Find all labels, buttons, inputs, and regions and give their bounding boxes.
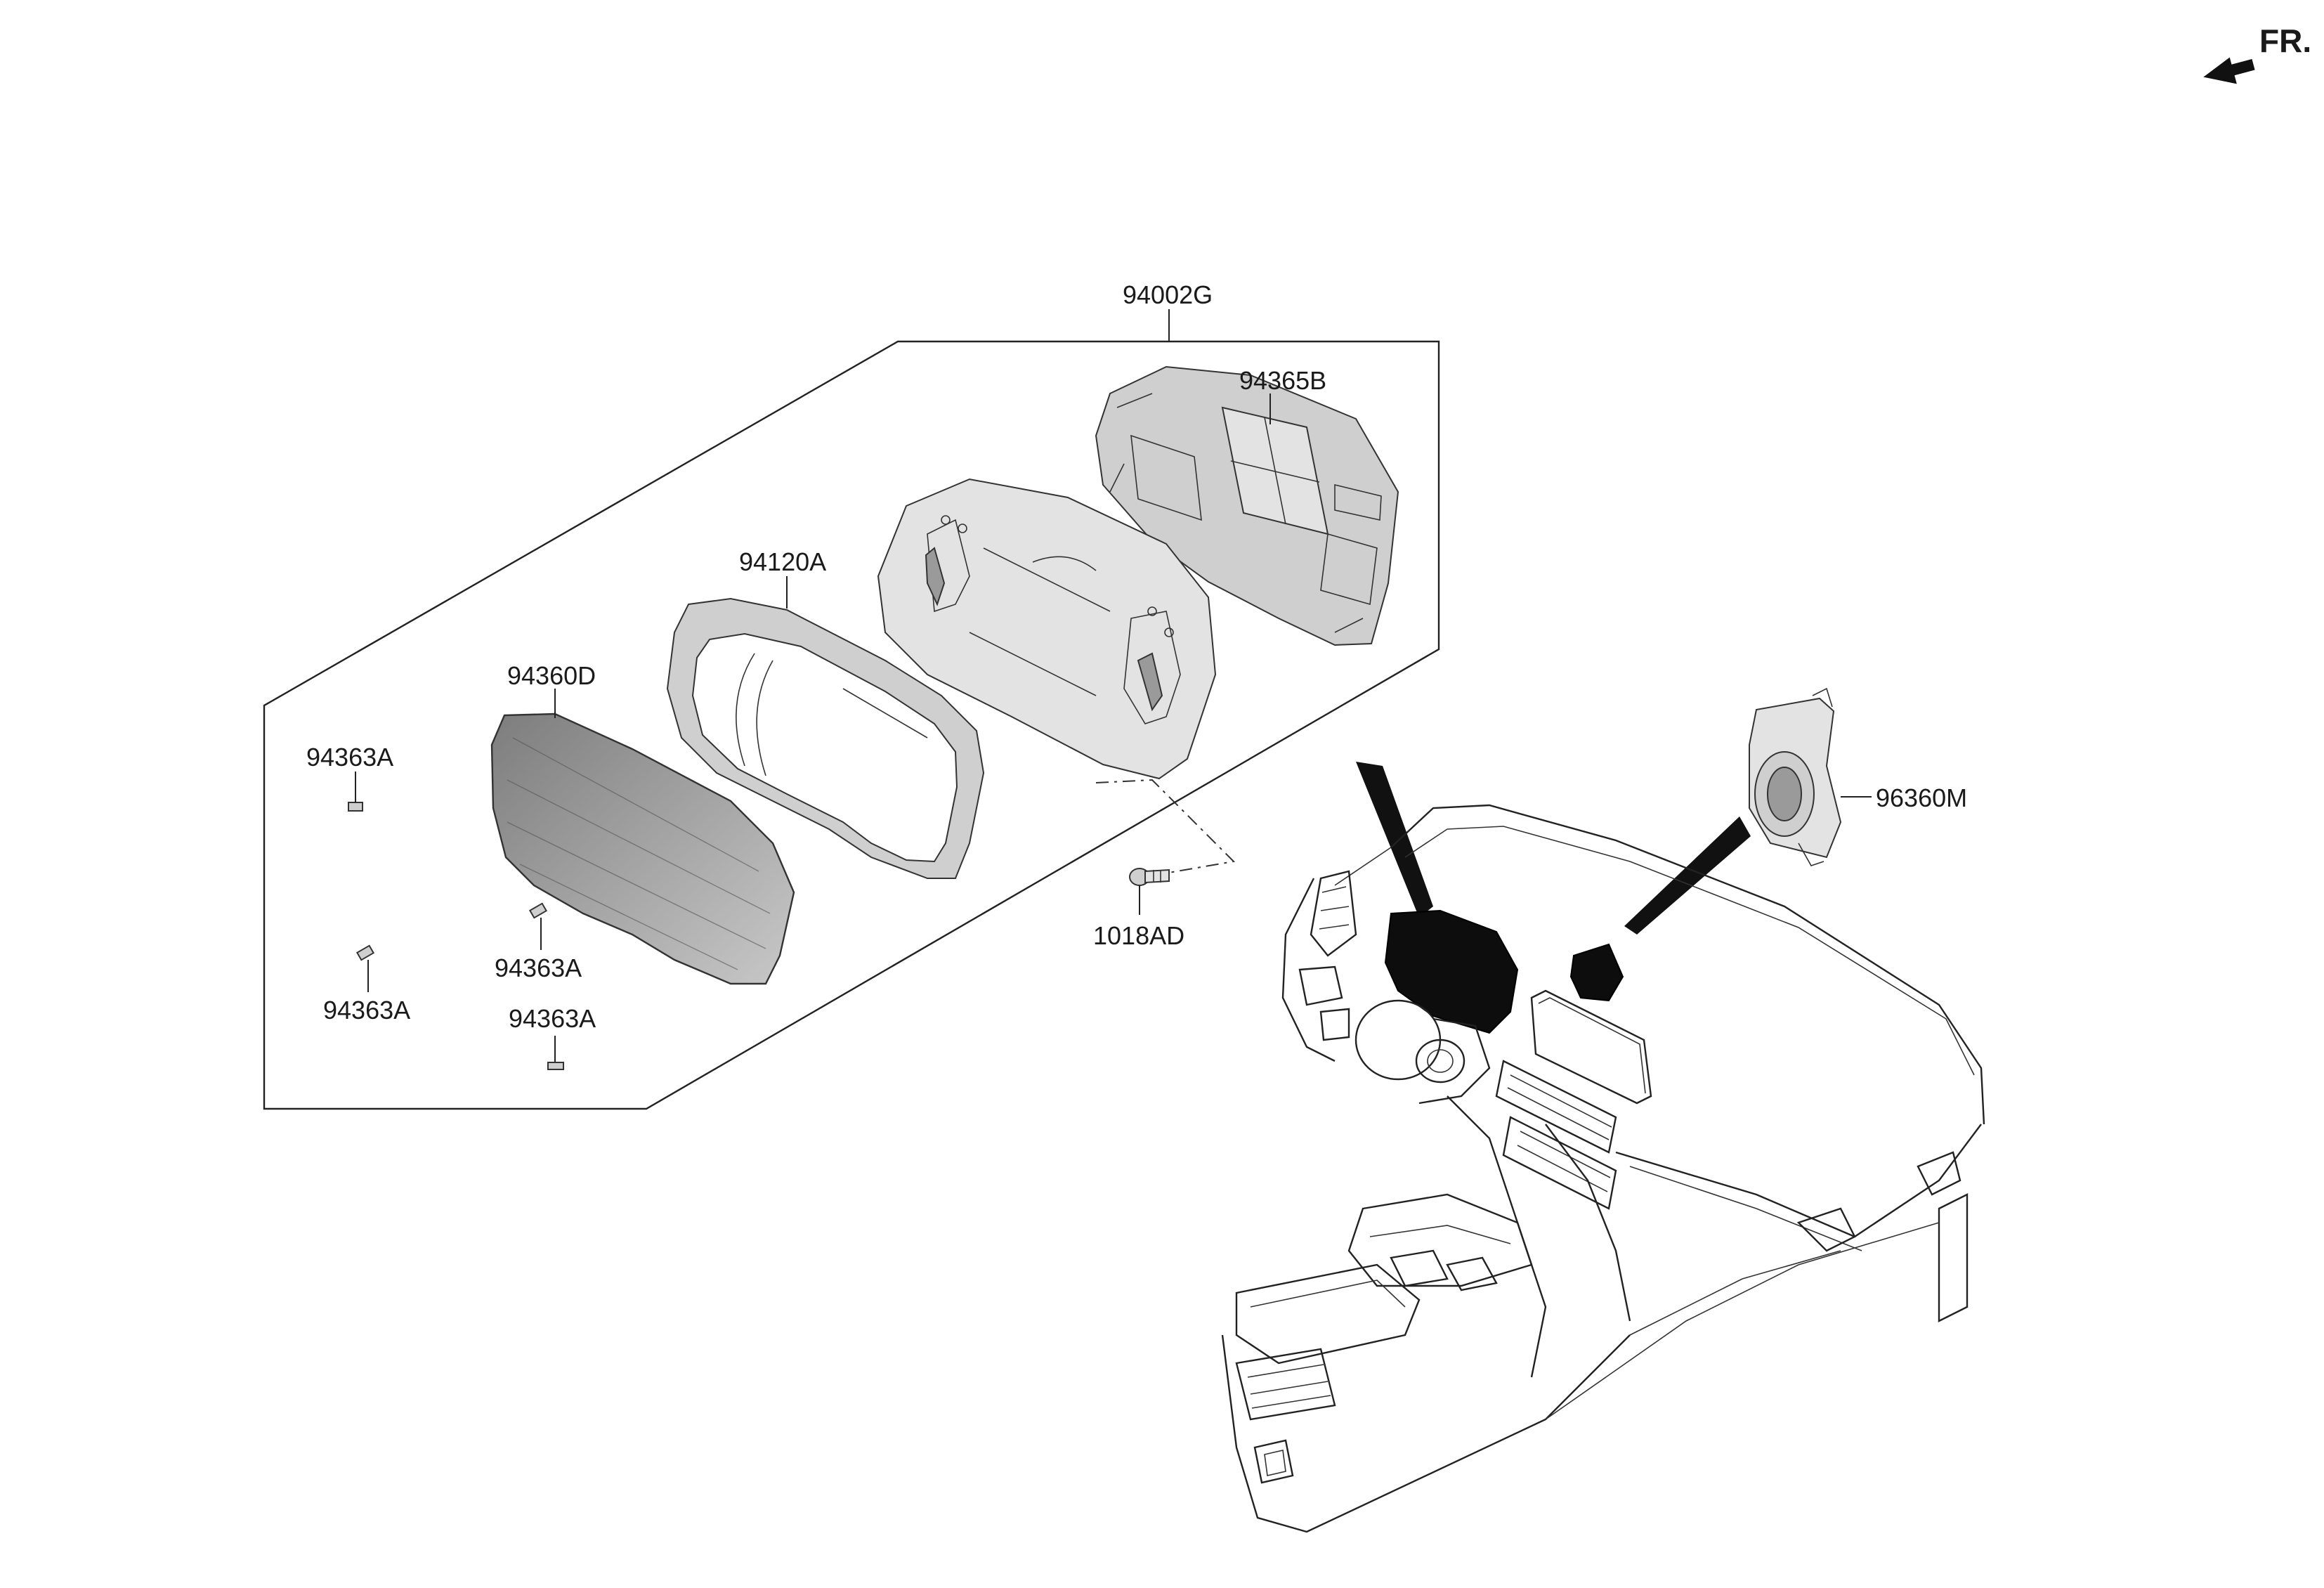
assembly-boundary xyxy=(263,340,1440,1110)
lens xyxy=(490,712,795,985)
clip-2: 94363A xyxy=(495,902,582,982)
module xyxy=(1749,687,1842,866)
label-clip-3: 94363A xyxy=(323,996,410,1024)
pointer-module xyxy=(1624,816,1751,935)
orientation-indicator: FR. xyxy=(2203,22,2311,84)
arrow-icon xyxy=(2203,57,2255,84)
gauge-board xyxy=(877,478,1217,780)
cluster-silhouette xyxy=(1384,909,1519,1034)
dashboard-illustration xyxy=(1221,804,1985,1533)
label-rear-case: 94365B xyxy=(1239,366,1326,395)
label-screw: 1018AD xyxy=(1093,921,1184,950)
label-clip-2: 94363A xyxy=(495,954,582,982)
module-silhouette xyxy=(1569,943,1624,1002)
label-module: 96360M xyxy=(1876,783,1967,812)
clip-1: 94363A xyxy=(306,743,393,812)
label-clip-1: 94363A xyxy=(306,743,393,772)
clip-3: 94363A xyxy=(323,944,410,1024)
clip-4: 94363A xyxy=(509,1004,596,1070)
screw xyxy=(1095,779,1236,915)
fr-label: FR. xyxy=(2259,22,2311,59)
label-lens: 94360D xyxy=(507,661,596,690)
frame xyxy=(666,597,985,879)
label-assembly: 94002G xyxy=(1123,280,1213,309)
label-frame: 94120A xyxy=(739,547,826,576)
label-clip-4: 94363A xyxy=(509,1004,596,1033)
rear-case xyxy=(1095,365,1399,646)
pointer-cluster xyxy=(1356,762,1433,918)
